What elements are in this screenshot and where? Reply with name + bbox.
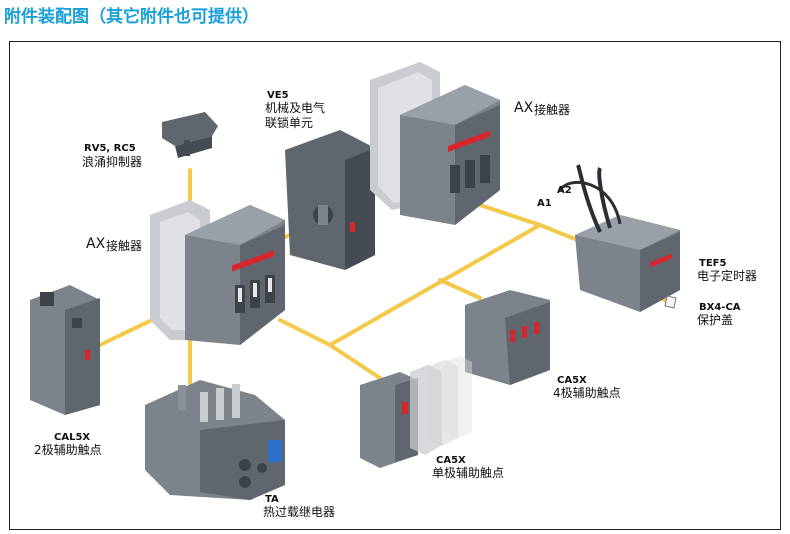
ve5-line1: 机械及电气 [265, 101, 326, 115]
connector-ca5x-1 [328, 343, 382, 380]
ax-left-code: AX [86, 236, 106, 252]
ta-device [145, 380, 285, 500]
connector-top-contactor [478, 203, 542, 227]
rv5-device [162, 112, 218, 158]
bx4-name: 保护盖 [697, 313, 734, 327]
cal5x-name: 2极辅助触点 [34, 443, 102, 457]
ve5-code: VE5 [267, 90, 289, 101]
rv5-code: RV5, RC5 [84, 143, 136, 154]
connector-ca5x-4 [438, 278, 482, 300]
ax-contactor-left [150, 200, 285, 345]
ca5x-1pole-device [360, 356, 472, 468]
diagram-frame [9, 41, 781, 530]
cal5x-device [30, 285, 100, 415]
page-title: 附件装配图（其它附件也可提供） [4, 7, 259, 27]
ax-top-name: 接触器 [534, 103, 571, 117]
a2-label: A2 [557, 185, 572, 196]
ve5-device [285, 130, 375, 270]
rv5-name: 浪涌抑制器 [82, 155, 143, 169]
ax-top-code: AX [514, 100, 534, 116]
connector-main [278, 222, 592, 348]
ax-contactor-top [370, 62, 500, 225]
ca5x-1-code: CA5X [436, 455, 466, 466]
cal5x-code: CAL5X [54, 432, 91, 443]
ax-left-name: 接触器 [106, 239, 143, 253]
tef5-name: 电子定时器 [697, 269, 758, 283]
tef5-code: TEF5 [699, 258, 727, 269]
ta-name: 热过载继电器 [263, 505, 336, 519]
ta-code: TA [265, 494, 279, 505]
ve5-line2: 联锁单元 [265, 116, 314, 130]
bx4-device [664, 295, 677, 309]
ca5x-4pole-device [465, 290, 550, 385]
bx4-code: BX4-CA [699, 302, 741, 313]
tef5-device [558, 164, 680, 312]
ca5x-1-name: 单极辅助触点 [432, 466, 505, 480]
ca5x-4-name: 4极辅助触点 [553, 386, 621, 400]
ca5x-4-code: CA5X [557, 375, 587, 386]
a1-label: A1 [537, 198, 552, 209]
